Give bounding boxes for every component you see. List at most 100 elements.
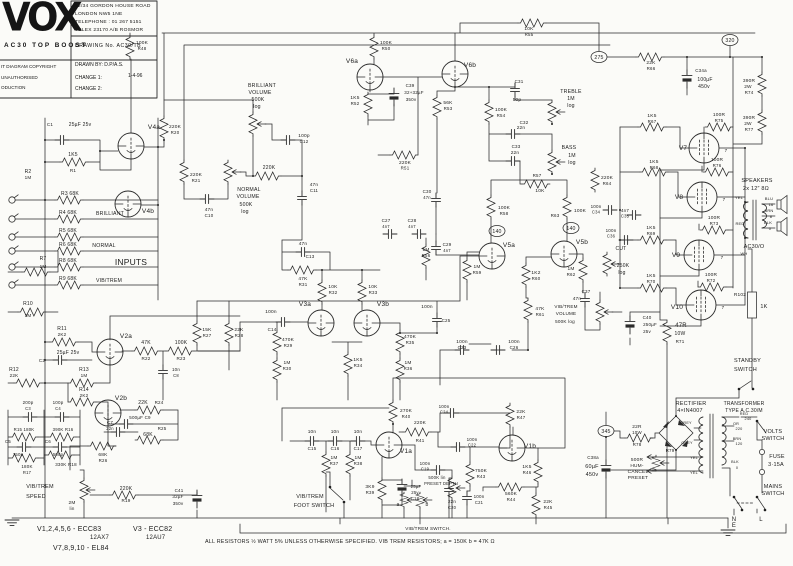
- resistor-symbol: [624, 433, 654, 443]
- component-label: 220: [736, 427, 743, 431]
- component-label: 1K2: [531, 270, 540, 276]
- ground-icon: [720, 529, 736, 537]
- component-label: 100R: [705, 272, 718, 278]
- resistor-symbol: [252, 171, 282, 181]
- capacitor-symbol: [118, 419, 134, 429]
- component-label: 1M: [81, 373, 88, 378]
- capacitor-symbol: [510, 82, 520, 98]
- wires-rails: [11, 22, 763, 519]
- capacitor-symbol: [411, 229, 427, 239]
- component-label: R2: [25, 169, 32, 175]
- capacitor-symbol: [350, 436, 366, 446]
- component-label: BRILLIANT: [248, 83, 277, 89]
- component-label: TREBLE: [560, 89, 582, 95]
- voltage-marker-label: 320: [725, 38, 734, 44]
- component-label: 68K: [143, 432, 153, 438]
- component-label: R28: [235, 333, 244, 338]
- component-label: 100p: [298, 133, 310, 139]
- component-label: R71: [676, 339, 685, 344]
- component-label: SWITCH: [762, 491, 785, 497]
- input-jack-icon: [8, 261, 19, 271]
- tube-label: V2b: [115, 395, 127, 402]
- component-label: R15 180K: [14, 427, 35, 432]
- component-label: 22n: [517, 125, 526, 131]
- resistor-symbol: [17, 307, 47, 317]
- component-label: R19: [121, 498, 130, 503]
- component-label: 47n: [573, 296, 582, 302]
- component-label: 22K: [516, 409, 526, 415]
- component-label: 10K: [368, 284, 378, 290]
- resistor-symbol: [192, 320, 202, 346]
- component-label: 22K: [10, 373, 20, 378]
- mains-transformer: [698, 413, 727, 479]
- component-label: BLK: [764, 220, 772, 225]
- component-label: 1M: [473, 264, 480, 270]
- component-label: 7: [722, 305, 725, 310]
- component-label: C32: [520, 120, 529, 125]
- component-label: VOLTS: [764, 429, 783, 435]
- component-label: 7: [721, 255, 724, 260]
- voltage-marker-label: 275: [594, 55, 603, 61]
- resistor-symbol: [465, 461, 475, 487]
- pot-wiper-arrow-icon: [659, 460, 670, 466]
- component-label: R35: [406, 340, 415, 345]
- component-label: 15K: [202, 327, 212, 333]
- component-label: C8: [173, 373, 179, 378]
- component-label: R26: [99, 458, 108, 463]
- component-label: 470K: [404, 334, 417, 340]
- component-label: RED: [735, 221, 744, 226]
- resistor-symbol: [590, 167, 600, 193]
- component-label: 10W: [632, 430, 642, 435]
- component-label: 1M: [25, 175, 32, 180]
- component-label: 1M: [25, 313, 32, 318]
- component-label: R10: [23, 301, 33, 307]
- component-label: R6 68K: [59, 242, 77, 248]
- component-label: 22K: [234, 327, 244, 333]
- component-label: C37: [582, 289, 591, 294]
- component-label: C15: [308, 446, 317, 451]
- output-transformer: [743, 199, 767, 241]
- component-label: R62: [567, 272, 576, 277]
- component-label: 25v: [643, 329, 651, 334]
- speaker-icon: [776, 194, 788, 237]
- capacitor-symbol: [431, 192, 441, 208]
- component-label: 22R: [632, 424, 642, 430]
- input-jacks: [8, 194, 19, 289]
- component-label: 750K: [475, 468, 488, 474]
- component-label: R66: [647, 66, 656, 71]
- component-label: R5 68K: [59, 228, 77, 234]
- resistor-symbol: [651, 454, 661, 472]
- electrolytic-capacitor-symbol: [624, 315, 636, 335]
- resistor-symbol: [533, 459, 543, 485]
- component-label: R24: [155, 400, 164, 405]
- pot-wiper-arrow-icon: [603, 309, 614, 315]
- change-log: CHANGE 1: CHANGE 2:: [75, 75, 102, 92]
- component-label: C7: [107, 420, 113, 425]
- resistor-symbol: [317, 279, 327, 305]
- resistor-symbol: [547, 99, 557, 125]
- component-label: PRESET: [628, 475, 648, 481]
- resistor-symbol: [223, 159, 233, 185]
- component-label: 4n7: [443, 248, 451, 253]
- voltage-marker: [488, 225, 506, 237]
- component-label: WH: [740, 251, 747, 256]
- capacitor-symbol: [52, 355, 68, 365]
- component-label: R39: [366, 490, 375, 495]
- component-label: 100R: [711, 157, 724, 163]
- electrolytic-capacitor-symbol: [396, 478, 408, 498]
- component-label: 4×IN4007: [677, 408, 703, 414]
- component-label: BLK: [731, 460, 739, 464]
- component-label: 220K: [190, 172, 203, 178]
- component-label: BASS: [562, 145, 577, 151]
- component-label: 100K: [498, 205, 511, 211]
- component-label: 4n7: [382, 224, 390, 229]
- component-label: 450v: [698, 84, 710, 90]
- resistor-symbol: [462, 257, 472, 283]
- component-label: C3: [25, 406, 31, 411]
- resistor-symbol: [637, 283, 667, 293]
- component-label: R21: [192, 178, 201, 183]
- component-label: VOLUME: [236, 194, 259, 200]
- component-label: N: [732, 517, 737, 523]
- pot-wiper-arrow-icon: [256, 121, 267, 127]
- resistor-symbol: [602, 251, 612, 277]
